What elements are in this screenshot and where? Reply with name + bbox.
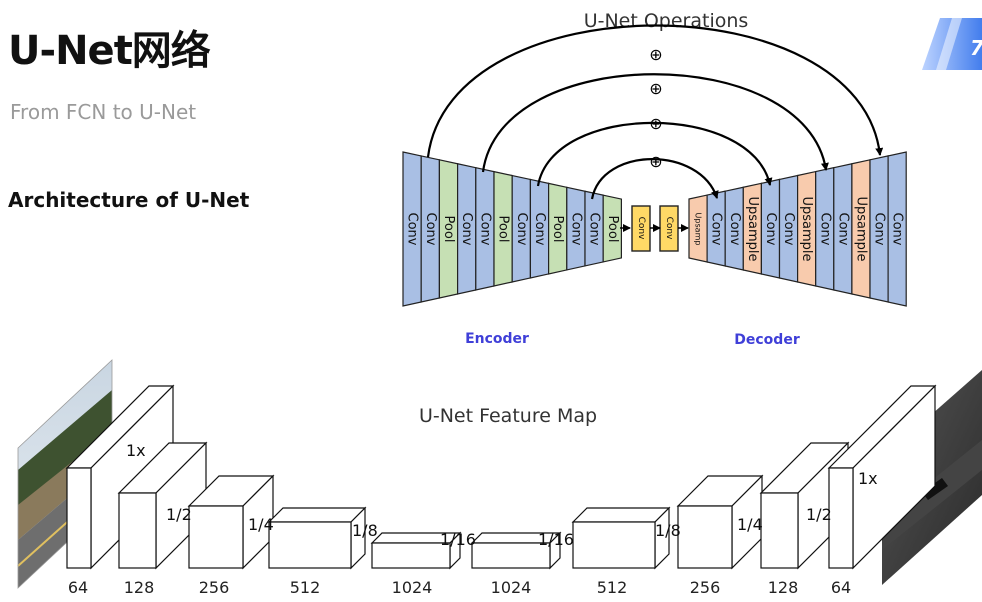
layer-label: Conv bbox=[709, 213, 724, 246]
layer-label: Conv bbox=[872, 213, 887, 246]
encoder-label: Encoder bbox=[465, 331, 529, 347]
channel-label: 64 bbox=[68, 578, 88, 597]
feature-map-block bbox=[267, 506, 367, 570]
layer-label: Upsample bbox=[799, 196, 814, 261]
layer-label: Conv bbox=[835, 213, 850, 246]
scale-label-dec-quarter: 1/4 bbox=[737, 515, 763, 534]
slide-number-badge bbox=[922, 18, 982, 70]
skip-add-icon: ⊕ bbox=[649, 45, 662, 64]
slide-title: U-Net网络 bbox=[8, 28, 211, 74]
skip-add-icon: ⊕ bbox=[649, 114, 662, 133]
layer-label: Conv bbox=[817, 213, 832, 246]
layer-label: Conv bbox=[587, 213, 602, 246]
layer-label: Conv bbox=[568, 213, 583, 246]
section-heading: Architecture of U-Net bbox=[8, 188, 250, 212]
layer-label: Conv bbox=[532, 213, 547, 246]
skip-connection-4 bbox=[590, 158, 719, 200]
skip-connection-1 bbox=[426, 24, 884, 158]
feature-map-block bbox=[827, 384, 937, 570]
layer-label: Pool bbox=[496, 216, 511, 243]
feature-map-block bbox=[676, 474, 764, 570]
layer-label: Conv bbox=[459, 213, 474, 246]
skip-connection-3 bbox=[536, 121, 773, 187]
layer-label: Conv bbox=[664, 217, 674, 240]
layer-label: Conv bbox=[423, 213, 438, 246]
channel-label: 128 bbox=[768, 578, 799, 597]
channel-label: 512 bbox=[597, 578, 628, 597]
encoder-layer-pool bbox=[602, 194, 623, 263]
channel-label: 256 bbox=[690, 578, 721, 597]
scale-label-enc-sixteenth: 1/16 bbox=[440, 530, 476, 549]
channel-label: 512 bbox=[290, 578, 321, 597]
layer-label: Upsamp bbox=[694, 213, 703, 246]
feature-map-block bbox=[571, 506, 671, 570]
layer-label: Upsample bbox=[745, 196, 760, 261]
scale-label-enc-1x: 1x bbox=[126, 441, 146, 460]
feature-map-block bbox=[187, 474, 275, 570]
feature-map-cuboids bbox=[65, 384, 937, 570]
layer-label: Conv bbox=[763, 213, 778, 246]
scale-label-dec-half: 1/2 bbox=[806, 505, 832, 524]
layer-label: Conv bbox=[890, 213, 905, 246]
skip-connections bbox=[426, 24, 884, 200]
layer-label: Conv bbox=[477, 213, 492, 246]
layer-label: Upsample bbox=[853, 196, 868, 261]
channel-labels: 64 128 256 512 1024 1024 512 256 128 64 bbox=[68, 578, 851, 597]
decoder-label: Decoder bbox=[734, 332, 800, 348]
scale-label-dec-1x: 1x bbox=[858, 469, 878, 488]
channel-label: 128 bbox=[124, 578, 155, 597]
feature-map-block bbox=[370, 531, 462, 570]
feature-map-block bbox=[117, 441, 208, 570]
scale-labels: 1x 1/2 1/4 1/8 1/16 1/16 1/8 1/4 1/2 1x bbox=[126, 441, 878, 549]
scale-label-enc-eighth: 1/8 bbox=[352, 521, 378, 540]
channel-label: 64 bbox=[831, 578, 851, 597]
scale-label-enc-half: 1/2 bbox=[166, 505, 192, 524]
feature-map-block bbox=[470, 531, 562, 570]
layer-label: Conv bbox=[727, 213, 742, 246]
layer-label: Pool bbox=[605, 216, 620, 243]
layer-label: Pool bbox=[441, 216, 456, 243]
feature-map-title: U-Net Feature Map bbox=[419, 405, 597, 427]
scale-label-enc-quarter: 1/4 bbox=[248, 515, 274, 534]
slide-subtitle: From FCN to U-Net bbox=[10, 100, 197, 124]
layer-label: Conv bbox=[781, 213, 796, 246]
layer-label: Pool bbox=[550, 216, 565, 243]
scale-label-dec-sixteenth: 1/16 bbox=[538, 530, 574, 549]
skip-add-icon: ⊕ bbox=[649, 152, 662, 171]
decoder-layer-conv bbox=[887, 151, 907, 307]
channel-label: 1024 bbox=[392, 578, 433, 597]
channel-label: 256 bbox=[199, 578, 230, 597]
layer-label: Conv bbox=[636, 217, 646, 240]
skip-add-symbols: ⊕ ⊕ ⊕ ⊕ bbox=[649, 45, 662, 171]
slide-number: 7 bbox=[970, 36, 982, 60]
skip-add-icon: ⊕ bbox=[649, 79, 662, 98]
channel-label: 1024 bbox=[491, 578, 532, 597]
skip-connection-2 bbox=[481, 73, 829, 173]
scale-label-dec-eighth: 1/8 bbox=[655, 521, 681, 540]
layer-label: Conv bbox=[514, 213, 529, 246]
layer-label: Conv bbox=[405, 213, 420, 246]
